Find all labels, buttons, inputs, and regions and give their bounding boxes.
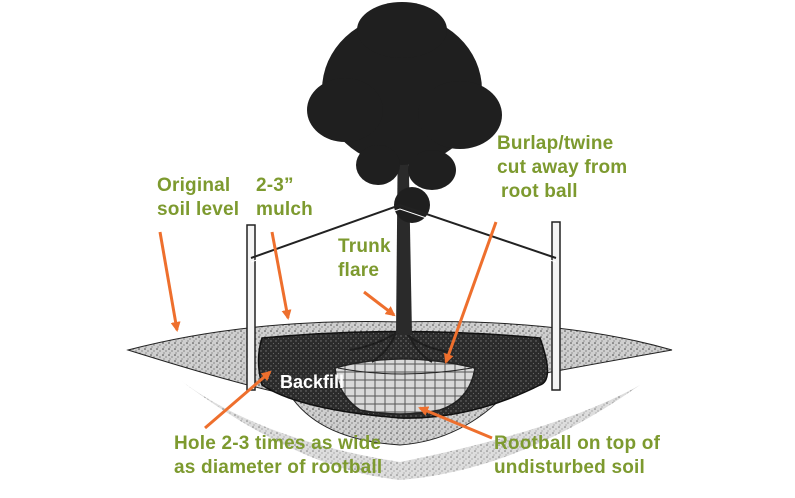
label-burlap-line3: root ball: [501, 181, 578, 202]
arrow-rootball: [418, 406, 493, 440]
label-mulch-line2: mulch: [256, 199, 313, 220]
tree-canopy: [307, 2, 502, 223]
arrow-mulch: [270, 231, 292, 320]
label-hole-line1: Hole 2-3 times as wide: [174, 433, 382, 454]
label-rootball-line1: Rootball on top of: [494, 433, 661, 454]
label-burlap-line1: Burlap/twine: [497, 133, 614, 154]
root-ball: [334, 358, 476, 415]
label-burlap: Burlap/twine cut away from root ball: [497, 132, 627, 204]
arrow-trunk-flare: [363, 290, 396, 317]
label-original-soil-level-line2: soil level: [157, 199, 240, 220]
tree-trunk: [396, 120, 412, 335]
label-trunk-flare-line2: flare: [338, 260, 380, 281]
label-trunk-flare: Trunk flare: [338, 235, 391, 283]
label-mulch-line1: 2-3”: [256, 175, 294, 196]
callout-arrows: [158, 221, 498, 440]
label-rootball: Rootball on top of undisturbed soil: [494, 432, 660, 480]
arrow-original-soil-level: [158, 231, 181, 332]
label-burlap-line2: cut away from: [497, 157, 628, 178]
arrow-hole: [204, 370, 272, 430]
trunk-flare-roots: [349, 329, 451, 363]
label-original-soil-level: Original soil level: [157, 174, 239, 222]
label-mulch: 2-3” mulch: [256, 174, 313, 222]
support-stakes: [246, 203, 561, 391]
label-original-soil-level-line1: Original: [157, 175, 231, 196]
arrow-burlap: [443, 221, 498, 364]
label-rootball-line2: undisturbed soil: [494, 457, 645, 478]
label-hole-line2: as diameter of rootball: [174, 457, 383, 478]
label-hole: Hole 2-3 times as wide as diameter of ro…: [174, 432, 382, 480]
label-trunk-flare-line1: Trunk: [338, 236, 391, 257]
label-backfill: Backfill: [280, 372, 345, 392]
